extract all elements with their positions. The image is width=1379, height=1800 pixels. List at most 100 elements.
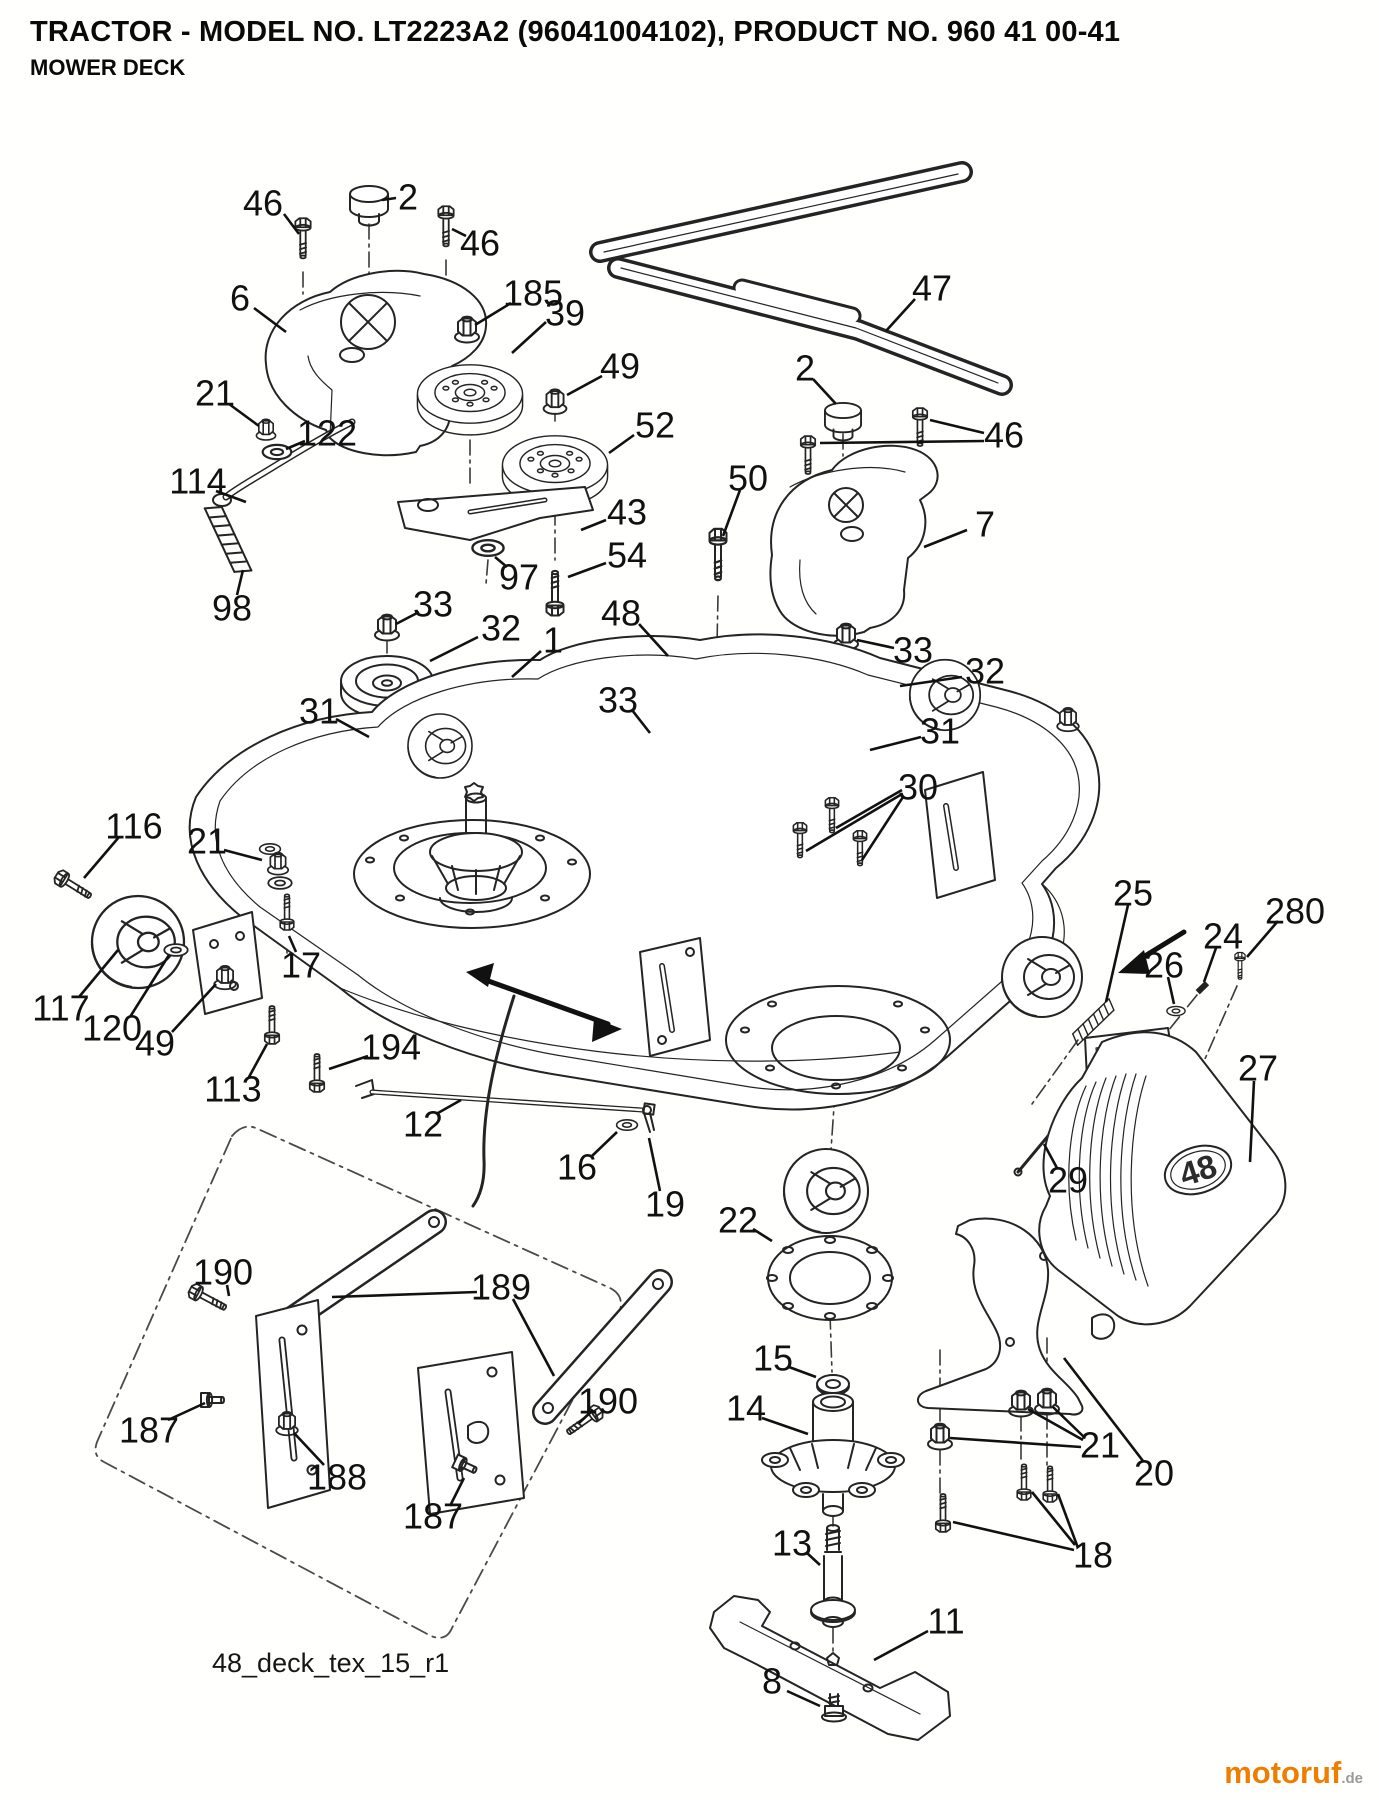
idler-arm-bracket-43 [397, 486, 594, 541]
part-callout-7: 7 [975, 504, 995, 545]
leader-line-31 [869, 735, 922, 752]
locknut-21-a [927, 1422, 953, 1451]
leader-line-32 [429, 635, 479, 663]
leader-line-49 [566, 374, 603, 397]
part-callout-47: 47 [912, 268, 952, 309]
leader-line-26 [1166, 976, 1176, 1005]
part-callout-43: 43 [607, 492, 647, 533]
part-callout-32: 32 [965, 651, 1005, 692]
part-callout-48: 48 [601, 593, 641, 634]
part-callout-21: 21 [1080, 1425, 1120, 1466]
washer-122 [261, 443, 293, 461]
leader-line-49 [171, 983, 217, 1033]
washer-120 [163, 943, 189, 957]
bolt-113 [263, 1005, 281, 1045]
leader-line-185 [474, 301, 512, 327]
part-callout-18: 18 [1073, 1535, 1113, 1576]
leader-line-16 [591, 1131, 618, 1157]
part-callout-52: 52 [635, 405, 675, 446]
bolt-46-d [911, 407, 929, 447]
leader-line-50 [721, 489, 742, 537]
part-callout-27: 27 [1238, 1048, 1278, 1089]
leader-line-29 [1042, 1143, 1059, 1169]
leader-line-190 [225, 1284, 231, 1297]
washer-16 [615, 1119, 639, 1131]
leader-line-114 [215, 489, 247, 504]
part-callout-21: 21 [195, 373, 235, 414]
part-callout-31: 31 [299, 691, 339, 732]
spindle-housing-14 [761, 1392, 905, 1517]
part-callout-8: 8 [762, 1661, 782, 1702]
direction-arrows [466, 929, 1187, 1042]
bolt-280 [1234, 951, 1246, 980]
leader-line-46 [819, 439, 985, 445]
bolt-50 [708, 527, 728, 582]
part-callout-49: 49 [600, 346, 640, 387]
part-callout-25: 25 [1113, 873, 1153, 914]
mandrel-cover-7 [769, 444, 939, 637]
leader-line-116 [83, 836, 120, 879]
part-callout-11: 11 [927, 1601, 964, 1642]
part-callout-26: 26 [1144, 945, 1184, 986]
part-callout-98: 98 [212, 588, 252, 629]
gauge-wheel-right [1001, 936, 1083, 1018]
leader-line-21 [223, 848, 263, 862]
leader-line-189 [511, 1298, 556, 1377]
part-callout-46: 46 [460, 223, 500, 264]
flange-nut-49-top [542, 388, 568, 415]
part-callout-49: 49 [135, 1023, 175, 1064]
leader-line-12 [437, 1098, 462, 1115]
discharge-deflector-27 [1038, 1027, 1287, 1326]
part-callout-46: 46 [984, 415, 1024, 456]
flange-nut-33-left [374, 613, 400, 642]
leader-line-43 [580, 518, 607, 532]
bolt-46-c [799, 435, 817, 475]
suspension-plate-right [417, 1351, 525, 1515]
leader-line-46 [451, 227, 467, 238]
part-callout-1: 1 [543, 620, 563, 661]
part-callout-113: 113 [204, 1069, 261, 1110]
part-callout-185: 185 [503, 273, 563, 314]
leader-line-113 [247, 1043, 269, 1078]
part-callout-30: 30 [898, 767, 938, 808]
bolt-18-c [1042, 1465, 1058, 1503]
leader-line-7 [923, 528, 968, 549]
leader-line-33 [630, 709, 652, 734]
part-callout-22: 22 [718, 1200, 758, 1241]
leader-line-46 [929, 418, 985, 435]
leader-line-52 [608, 433, 635, 455]
gauge-wheel-top-left [407, 713, 473, 779]
part-callout-13: 13 [772, 1523, 812, 1564]
part-callout-20: 20 [1134, 1453, 1174, 1494]
part-callout-6: 6 [230, 278, 250, 319]
leader-line-120 [128, 954, 171, 1018]
tension-spring-98 [203, 500, 253, 579]
part-callout-12: 12 [403, 1104, 443, 1145]
bolt-54 [545, 569, 565, 617]
leader-line-22 [752, 1227, 773, 1243]
part-callout-189: 189 [471, 1267, 531, 1308]
leader-line-25 [1104, 904, 1130, 1003]
leader-line-280 [1246, 920, 1279, 958]
part-callout-190: 190 [193, 1252, 253, 1293]
leader-line-18 [1030, 1491, 1077, 1546]
suspension-detail-box [94, 1125, 622, 1639]
suspension-plate-left [255, 1299, 331, 1509]
part-callout-29: 29 [1048, 1160, 1088, 1201]
part-callout-39: 39 [545, 293, 585, 334]
leader-line-189 [331, 1290, 478, 1299]
leader-line-122 [285, 439, 306, 451]
leader-line-21 [228, 402, 260, 428]
pin-24 [1195, 980, 1210, 995]
watermark-name: motoruf [1224, 1755, 1342, 1790]
leader-line-33 [856, 638, 895, 650]
part-callout-33: 33 [413, 584, 453, 625]
part-callout-16: 16 [557, 1147, 597, 1188]
part-callout-120: 120 [82, 1008, 142, 1049]
part-callout-24: 24 [1203, 916, 1243, 957]
leader-line-30 [860, 796, 905, 861]
leader-line-187 [167, 1401, 206, 1422]
leader-line-54 [567, 561, 607, 579]
